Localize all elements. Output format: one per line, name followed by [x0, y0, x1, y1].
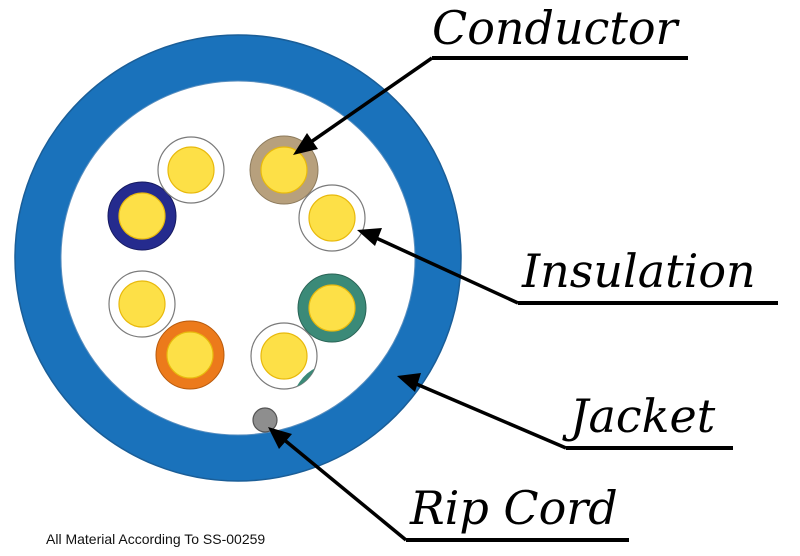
- label-insulation: Insulation: [521, 244, 756, 298]
- conductor-core: [118, 280, 166, 328]
- conductor-core: [260, 332, 308, 380]
- conductor-orange: [155, 320, 225, 390]
- arrowhead-rip-cord: [268, 427, 292, 449]
- conductor-core: [260, 146, 308, 194]
- label-jacket: Jacket: [562, 389, 716, 443]
- callout-jacket: Jacket: [397, 373, 733, 450]
- conductor-core: [118, 192, 166, 240]
- callout-insulation: Insulation: [357, 228, 778, 305]
- conductor-white-green: [250, 322, 318, 390]
- footnote: All Material According To SS-00259: [46, 531, 265, 547]
- conductor-core: [167, 146, 215, 194]
- conductor-blue: [107, 181, 177, 251]
- arrowhead-insulation: [357, 228, 382, 246]
- leader-insulation: [373, 235, 519, 305]
- conductor-green: [297, 273, 367, 343]
- conductor-core: [166, 331, 214, 379]
- callout-rip-cord: Rip Cord: [268, 427, 629, 542]
- arrowhead-conductor: [293, 133, 318, 155]
- leader-rip-cord: [280, 436, 408, 542]
- jacket-inner-core: [60, 80, 416, 436]
- callout-conductor: Conductor: [293, 1, 688, 155]
- leader-conductor: [307, 56, 433, 146]
- arrowhead-jacket: [397, 373, 421, 392]
- jacket: [14, 34, 462, 482]
- label-conductor: Conductor: [432, 1, 681, 55]
- leader-jacket: [413, 381, 567, 450]
- conductor-core: [308, 284, 356, 332]
- label-rip-cord: Rip Cord: [409, 481, 618, 535]
- rip-cord: [252, 407, 278, 433]
- conductor-core: [308, 194, 356, 242]
